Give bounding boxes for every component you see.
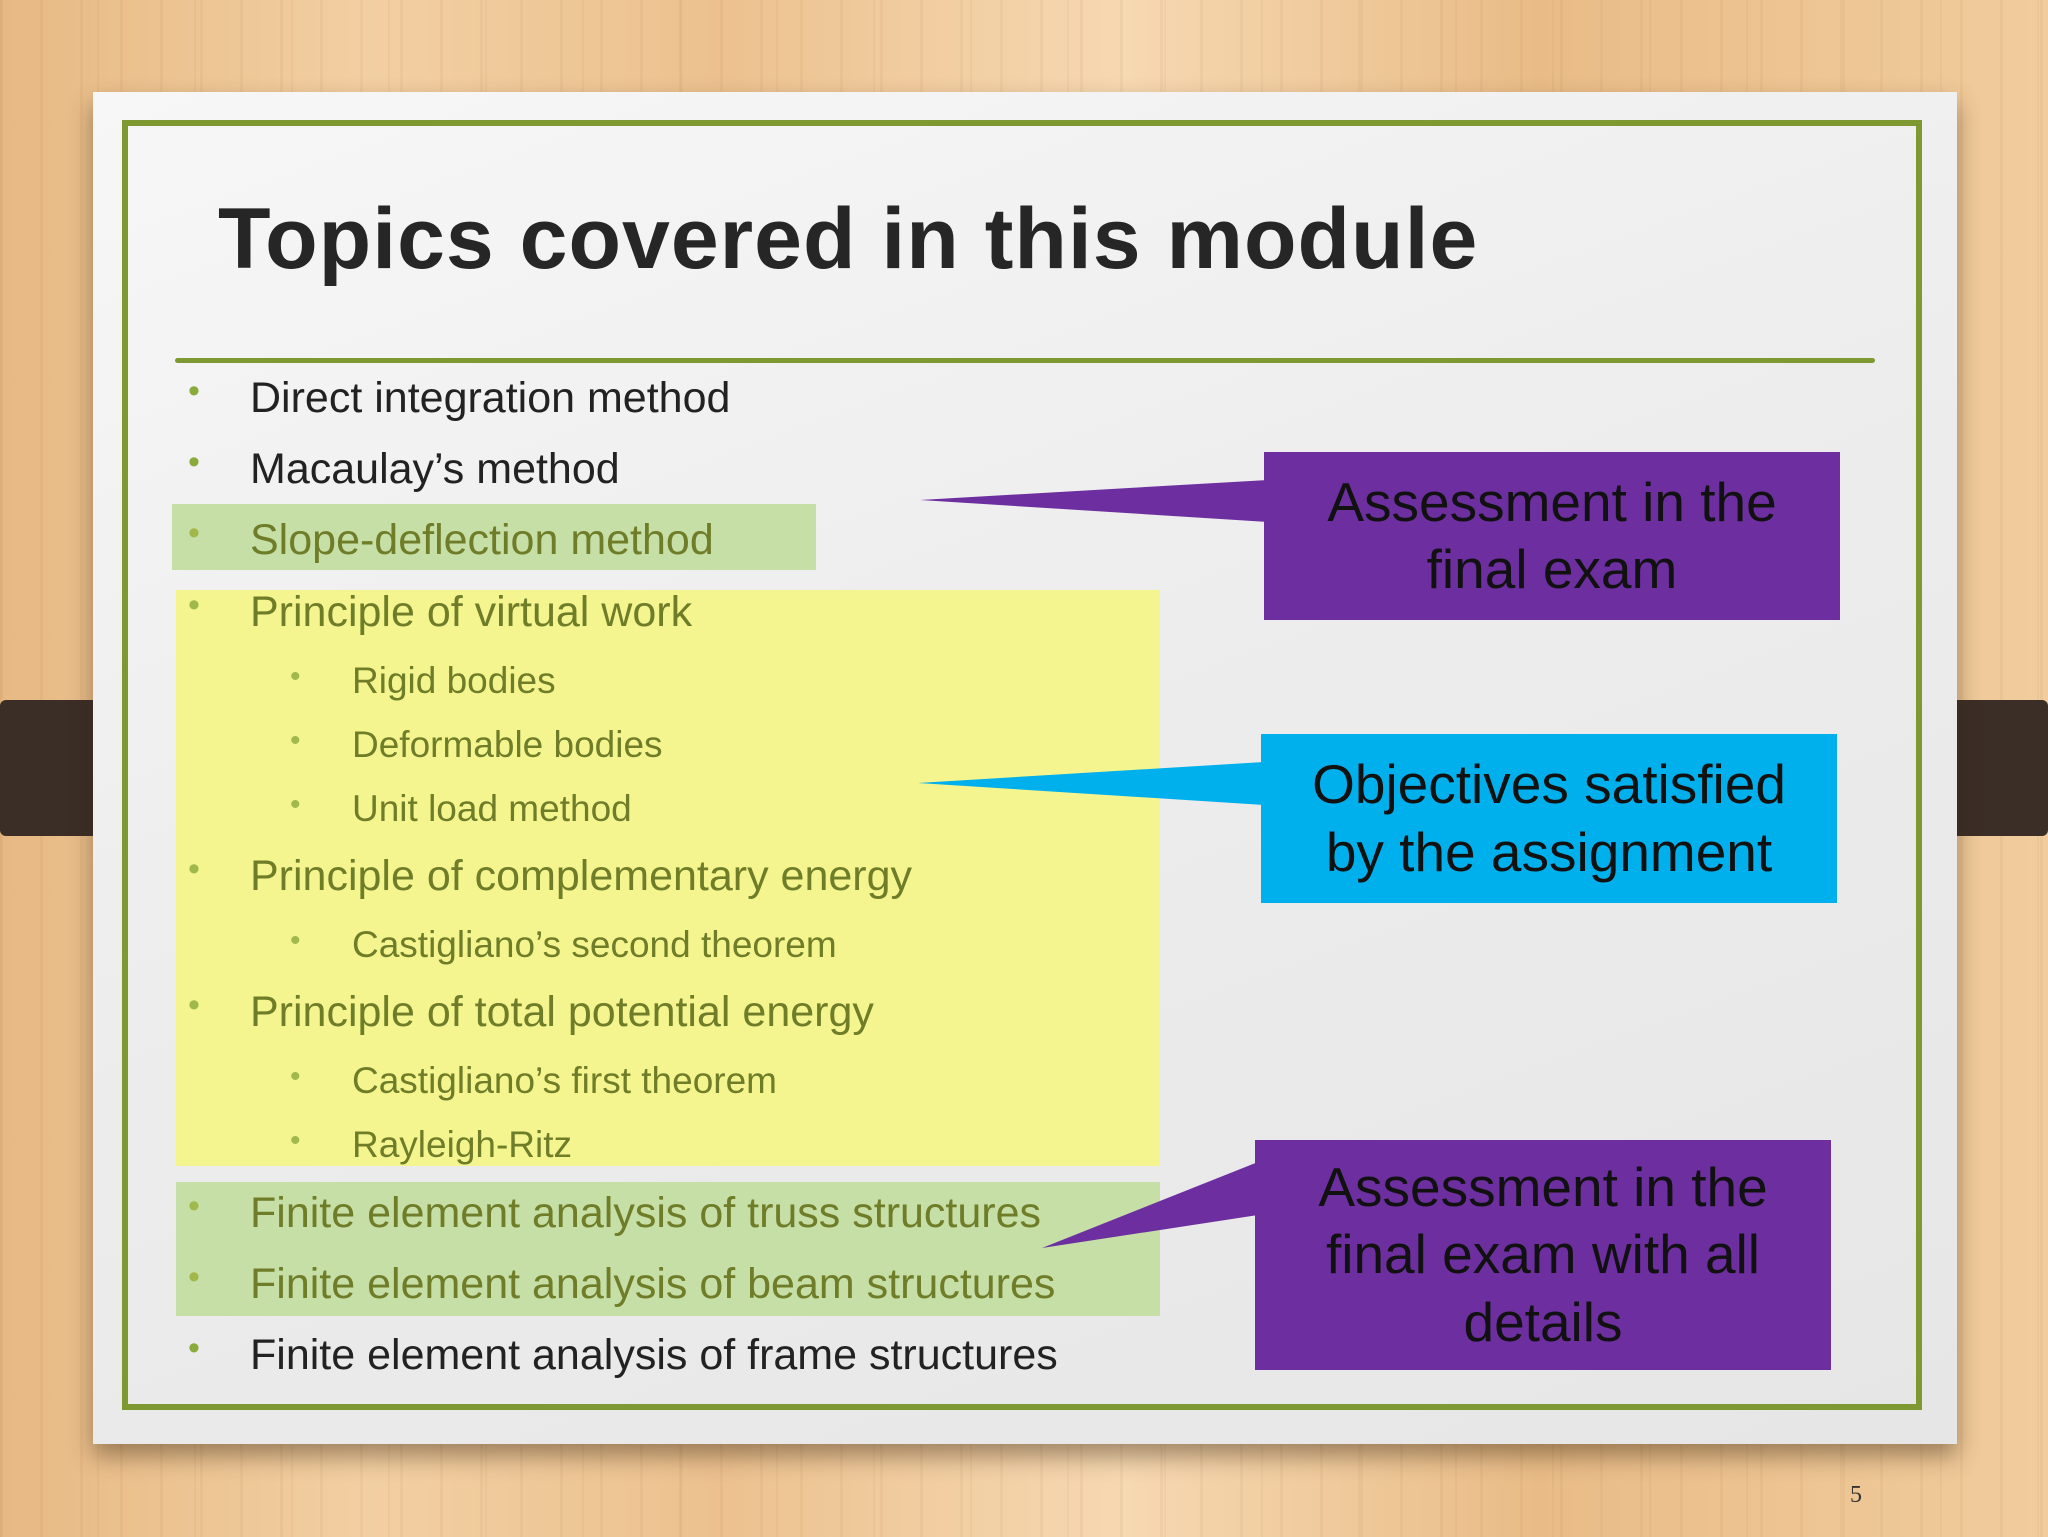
subtopic-label: Rayleigh-Ritz [352, 1124, 573, 1165]
bullet-icon: • [188, 986, 200, 1024]
subtopic-item: • Rigid bodies [290, 660, 556, 702]
callout-line: by the assignment [1325, 820, 1773, 883]
bullet-icon: • [290, 1060, 301, 1093]
bullet-icon: • [188, 514, 200, 552]
topic-label: Finite element analysis of frame structu… [250, 1331, 1058, 1379]
topic-label: Principle of total potential energy [250, 988, 874, 1036]
topic-item: • Finite element analysis of beam structu… [188, 1258, 1056, 1309]
subtopic-label: Unit load method [352, 788, 632, 829]
callout-assessment-final-exam: Assessment in the final exam [1264, 452, 1840, 620]
topic-label: Principle of complementary energy [250, 852, 913, 900]
callout-line: Assessment in the [1327, 470, 1777, 533]
subtopic-label: Deformable bodies [352, 724, 663, 765]
callout-line: final exam with all [1325, 1223, 1761, 1286]
topic-item: • Principle of total potential energy [188, 986, 874, 1037]
subtopic-item: • Castigliano’s second theorem [290, 924, 837, 966]
subtopic-label: Rigid bodies [352, 660, 556, 701]
callout-line: Objectives satisfied [1312, 753, 1786, 816]
bullet-icon: • [290, 788, 301, 821]
callout-objectives-assignment: Objectives satisfied by the assignment [1261, 734, 1837, 903]
bullet-icon: • [290, 724, 301, 757]
topic-label: Finite element analysis of beam structur… [250, 1260, 1056, 1308]
callout-line: final exam [1426, 538, 1678, 600]
subtopic-item: • Rayleigh-Ritz [290, 1124, 573, 1166]
bullet-icon: • [188, 850, 200, 888]
topic-label: Finite element analysis of truss structu… [250, 1189, 1042, 1237]
subtopic-item: • Deformable bodies [290, 724, 663, 766]
bullet-icon: • [188, 443, 200, 481]
topic-list: • Direct integration method • Macaulay’s m… [188, 372, 1058, 1380]
bullet-icon: • [188, 586, 200, 624]
callout-line: details [1463, 1290, 1623, 1353]
callout-line: Assessment in the [1318, 1156, 1768, 1219]
highlight-green-slope-deflection [172, 504, 816, 570]
topic-item: • Finite element analysis of truss struct… [188, 1187, 1042, 1238]
bullet-icon: • [290, 924, 301, 957]
callout-pointer-exam [920, 480, 1268, 522]
title-divider [175, 358, 1875, 363]
topic-label: Principle of virtual work [250, 588, 693, 636]
callout-assessment-final-exam-details: Assessment in the final exam with all de… [1255, 1140, 1831, 1370]
topic-label: Slope-deflection method [250, 516, 714, 564]
bullet-icon: • [188, 372, 200, 410]
topic-item: • Principle of complementary energy [188, 850, 913, 901]
topic-item: • Direct integration method [188, 372, 731, 423]
topic-item: • Macaulay’s method [188, 443, 620, 494]
page-number: 5 [1850, 1482, 1862, 1508]
bullet-icon: • [290, 660, 301, 693]
slide-frame [122, 120, 1922, 1410]
subtopic-label: Castigliano’s first theorem [352, 1060, 777, 1101]
topic-label: Direct integration method [250, 374, 731, 422]
bullet-icon: • [188, 1187, 200, 1225]
topic-item: • Finite element analysis of frame struct… [188, 1329, 1058, 1380]
highlight-green-finite-element [176, 1182, 1160, 1316]
topic-label: Macaulay’s method [250, 445, 620, 493]
highlight-yellow-energy-methods [176, 590, 1160, 1166]
bullet-icon: • [188, 1329, 200, 1367]
slide-title: Topics covered in this module [218, 191, 1479, 287]
topic-item: • Principle of virtual work [188, 586, 693, 637]
callout-pointer-exam-details [1042, 1162, 1258, 1248]
bullet-icon: • [290, 1124, 301, 1157]
topic-item: • Slope-deflection method [188, 514, 714, 565]
subtopic-label: Castigliano’s second theorem [352, 924, 837, 965]
callout-pointer-assignment [918, 762, 1264, 805]
subtopic-item: • Castigliano’s first theorem [290, 1060, 777, 1102]
subtopic-item: • Unit load method [290, 788, 632, 830]
bullet-icon: • [188, 1258, 200, 1296]
